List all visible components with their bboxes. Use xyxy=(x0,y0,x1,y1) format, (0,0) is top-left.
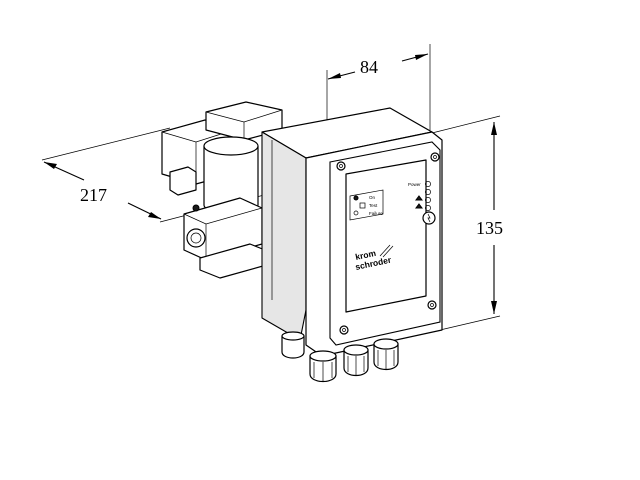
cable-glands xyxy=(281,331,399,383)
control-housing xyxy=(261,107,443,357)
legend-test-icon xyxy=(359,202,366,209)
dimension-135-label: 135 xyxy=(476,218,503,238)
legend-on-label: On xyxy=(369,195,376,200)
legend-on-icon xyxy=(353,195,359,201)
brand-line-1: krom xyxy=(354,248,377,262)
flame-led-icon xyxy=(425,205,431,211)
solenoid-valve xyxy=(161,101,283,279)
flame-symbol-icon xyxy=(415,195,423,201)
power-led-icon xyxy=(425,181,431,187)
legend-failure-label: Failure xyxy=(369,211,383,216)
dimension-84-label: 84 xyxy=(360,57,378,77)
dimension-217-label: 217 xyxy=(80,185,107,205)
front-panel: On Test Failure Power krom schroder xyxy=(349,181,436,272)
status-led-icon xyxy=(425,189,431,195)
warning-symbol-icon xyxy=(415,203,423,209)
dimension-84: 84 xyxy=(326,44,431,152)
legend-failure-icon xyxy=(353,210,359,216)
legend-test-label: Test xyxy=(369,203,378,208)
warning-led-icon xyxy=(425,197,431,203)
dimension-135: 135 xyxy=(431,115,503,331)
power-led-label: Power xyxy=(408,182,421,187)
